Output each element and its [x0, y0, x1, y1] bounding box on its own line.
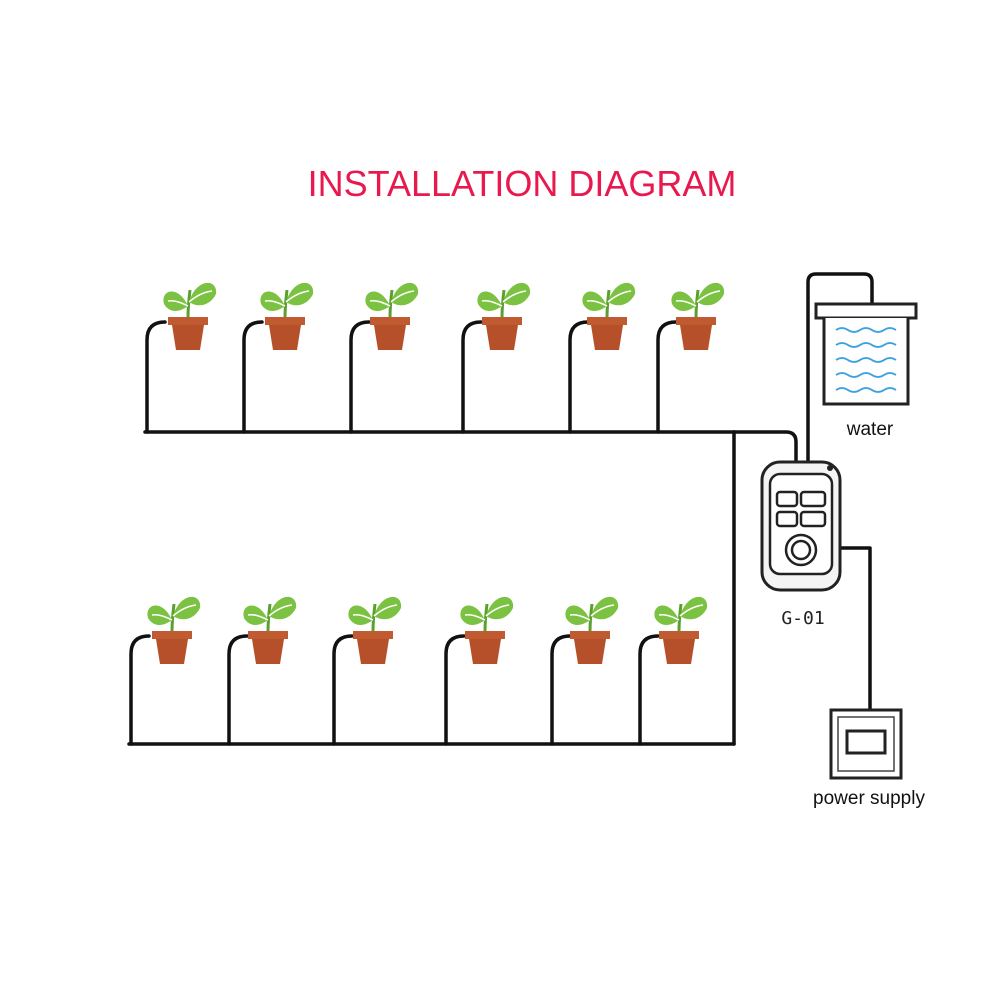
irrigation-pipes — [127, 272, 874, 746]
plant-rows — [145, 281, 726, 666]
pump-outlet-pipe — [732, 430, 798, 464]
drip-line — [568, 320, 590, 434]
drip-line — [444, 634, 466, 746]
drip-line — [656, 320, 678, 434]
drip-line — [129, 634, 151, 746]
potted-plant-icon — [458, 595, 515, 666]
drip-line — [349, 320, 371, 434]
power-cable — [838, 546, 872, 712]
potted-plant-icon — [475, 281, 532, 352]
device-label: G-01 — [781, 608, 824, 629]
drip-line — [332, 634, 354, 746]
potted-plant-icon — [161, 281, 218, 352]
power-supply-label: power supply — [813, 788, 925, 809]
potted-plant-icon — [145, 595, 202, 666]
potted-plant-icon — [346, 595, 403, 666]
drip-line — [550, 634, 572, 746]
potted-plant-icon — [580, 281, 637, 352]
drip-line — [242, 320, 264, 434]
drip-line — [461, 320, 483, 434]
potted-plant-icon — [652, 595, 709, 666]
potted-plant-icon — [363, 281, 420, 352]
power-outlet-icon — [829, 708, 903, 780]
diagram-title: INSTALLATION DIAGRAM — [308, 163, 737, 204]
drip-line — [638, 634, 660, 746]
potted-plant-icon — [669, 281, 726, 352]
water-tank-icon — [814, 302, 918, 406]
tank-intake-pipe — [806, 272, 874, 464]
potted-plant-icon — [563, 595, 620, 666]
water-label: water — [846, 419, 894, 440]
drip-line — [145, 320, 167, 434]
potted-plant-icon — [258, 281, 315, 352]
drip-line — [227, 634, 249, 746]
potted-plant-icon — [241, 595, 298, 666]
water-pump-device-icon — [760, 460, 842, 592]
